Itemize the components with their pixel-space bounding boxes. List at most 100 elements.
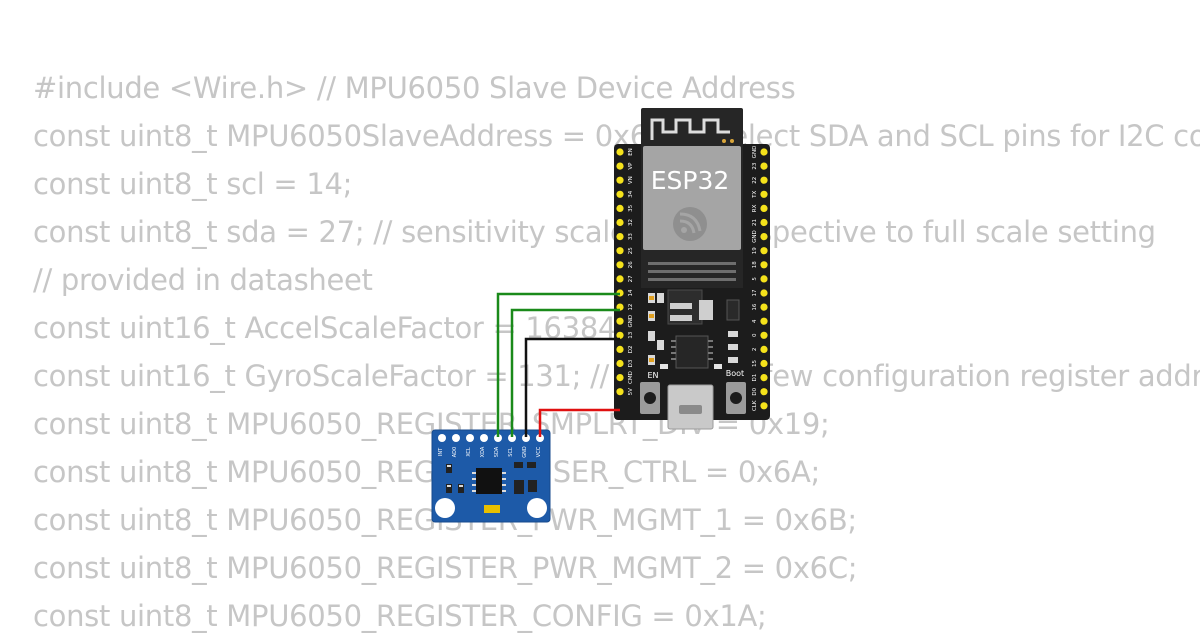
esp32-pin-label: 35: [628, 204, 634, 211]
code-line: const uint16_t GyroScaleFactor = 131; //…: [33, 359, 1200, 393]
mpu6050-pin[interactable]: [508, 434, 516, 442]
esp32-pin-right[interactable]: [760, 388, 768, 396]
esp32-pin-left[interactable]: [616, 190, 624, 198]
esp32-pin-label: 2: [752, 348, 758, 352]
esp32-pin-left[interactable]: [616, 148, 624, 156]
esp32-pin-left[interactable]: [616, 275, 624, 283]
mpu6050-pin-label: SDA: [494, 446, 500, 457]
mpu6050-pin-label: XCL: [466, 447, 472, 457]
mpu6050-pin[interactable]: [536, 434, 544, 442]
mpu6050-pin[interactable]: [466, 434, 474, 442]
esp32-pin-label: D3: [628, 359, 634, 367]
esp32-pin-label: 19: [752, 247, 758, 254]
esp32-pin-right[interactable]: [760, 162, 768, 170]
esp32-board[interactable]: ESP32: [614, 108, 770, 430]
esp32-pin-right[interactable]: [760, 218, 768, 227]
esp32-pin-right[interactable]: [760, 317, 768, 325]
esp32-pin-right[interactable]: [760, 275, 768, 283]
wire-gnd-black[interactable]: [524, 337, 620, 437]
mpu6050-pin[interactable]: [480, 434, 488, 442]
wire-sda-green[interactable]: [496, 292, 620, 437]
esp32-pin-label: CLK: [752, 400, 758, 411]
esp32-pin-label: D2: [628, 346, 634, 354]
code-line: const uint8_t scl = 14;: [33, 167, 353, 201]
esp32-pin-left[interactable]: [616, 218, 624, 227]
esp32-pin-left[interactable]: [616, 374, 624, 382]
esp32-pin-right[interactable]: [760, 233, 768, 241]
esp32-pin-right[interactable]: [760, 303, 768, 311]
esp32-pin-right[interactable]: [760, 204, 768, 212]
code-line: const uint8_t MPU6050_REGISTER_PWR_MGMT_…: [33, 503, 857, 537]
esp32-pin-right[interactable]: [760, 247, 768, 255]
code-line: const uint8_t sda = 27; // sensitivity s…: [33, 215, 1156, 249]
esp32-pin-label: 17: [752, 289, 758, 296]
esp32-pin-label: 25: [628, 247, 634, 254]
mpu6050-pin-label: SCL: [508, 447, 514, 457]
mpu6050-pin[interactable]: [452, 434, 460, 442]
esp32-pin-label: 5: [752, 277, 758, 281]
esp32-pin-label: 18: [752, 261, 758, 268]
esp32-pin-label: 0: [752, 333, 758, 337]
esp32-pin-label: 32: [628, 219, 634, 226]
boot-button[interactable]: [726, 382, 746, 414]
mpu6050-pin[interactable]: [494, 434, 502, 442]
esp32-pin-left[interactable]: [616, 162, 624, 170]
esp32-pin-left[interactable]: [616, 317, 624, 325]
esp32-pin-right[interactable]: [760, 345, 768, 353]
esp32-pin-right[interactable]: [760, 261, 768, 269]
esp32-pin-left[interactable]: [616, 247, 624, 255]
mpu6050-pin[interactable]: [438, 434, 446, 442]
esp32-pin-right[interactable]: [760, 190, 768, 198]
esp32-pin-left[interactable]: [616, 176, 624, 184]
esp32-pin-right[interactable]: [760, 402, 768, 410]
esp32-pin-left[interactable]: [616, 261, 624, 269]
esp32-pin-left[interactable]: [616, 388, 624, 396]
wire-scl-green[interactable]: [510, 308, 620, 437]
esp32-pin-right[interactable]: [760, 148, 768, 156]
code-line: const uint8_t MPU6050_REGISTER_PWR_MGMT_…: [33, 551, 858, 585]
code-line: #include <Wire.h> // MPU6050 Slave Devic…: [33, 71, 796, 105]
usb-uart-chip: [675, 335, 709, 369]
code-line: // provided in datasheet: [33, 263, 373, 297]
esp32-pin-left[interactable]: [616, 359, 624, 368]
esp32-pin-label: 16: [752, 303, 758, 310]
esp32-pin-label: 12: [628, 304, 634, 311]
mpu6050-pin-label: XDA: [480, 446, 486, 457]
esp32-pin-right[interactable]: [760, 331, 768, 339]
micro-usb-port[interactable]: [667, 384, 714, 430]
esp32-pin-left[interactable]: [616, 233, 624, 241]
esp32-label: ESP32: [651, 166, 730, 195]
mounting-hole-right: [527, 498, 547, 518]
esp32-pin-right[interactable]: [760, 289, 768, 297]
esp32-pin-label: GND: [752, 146, 758, 159]
esp32-pin-left[interactable]: [616, 331, 624, 339]
esp32-pin-label: 23: [752, 162, 758, 169]
esp32-pin-right[interactable]: [760, 359, 768, 368]
mpu6050-pin[interactable]: [522, 434, 530, 442]
esp32-pin-right[interactable]: [760, 374, 768, 382]
esp32-pin-left[interactable]: [616, 204, 624, 212]
esp32-pin-label: 15: [752, 360, 758, 367]
esp32-pin-right[interactable]: [760, 176, 768, 184]
esp32-pin-label: 34: [628, 190, 634, 197]
wire-vcc-red[interactable]: [538, 408, 620, 437]
mpu6050-chip: [476, 468, 502, 494]
esp32-pin-label: TX: [752, 191, 758, 199]
en-button[interactable]: [640, 382, 660, 414]
esp32-pin-label: EN: [628, 148, 634, 156]
esp32-pin-left[interactable]: [616, 345, 624, 353]
code-line: const uint8_t MPU6050SlaveAddress = 0x68…: [33, 119, 1200, 153]
esp32-pin-label: GND: [628, 315, 634, 328]
esp32-pin-label: GND: [752, 230, 758, 243]
mounting-hole-left: [435, 498, 455, 518]
antenna-trace-icon: [650, 118, 730, 140]
mpu6050-pin-label: INT: [438, 447, 444, 456]
boot-label: Boot: [726, 369, 744, 378]
wires: [496, 292, 620, 437]
code-line: const uint8_t MPU6050_REGISTER_CONFIG = …: [33, 599, 767, 633]
